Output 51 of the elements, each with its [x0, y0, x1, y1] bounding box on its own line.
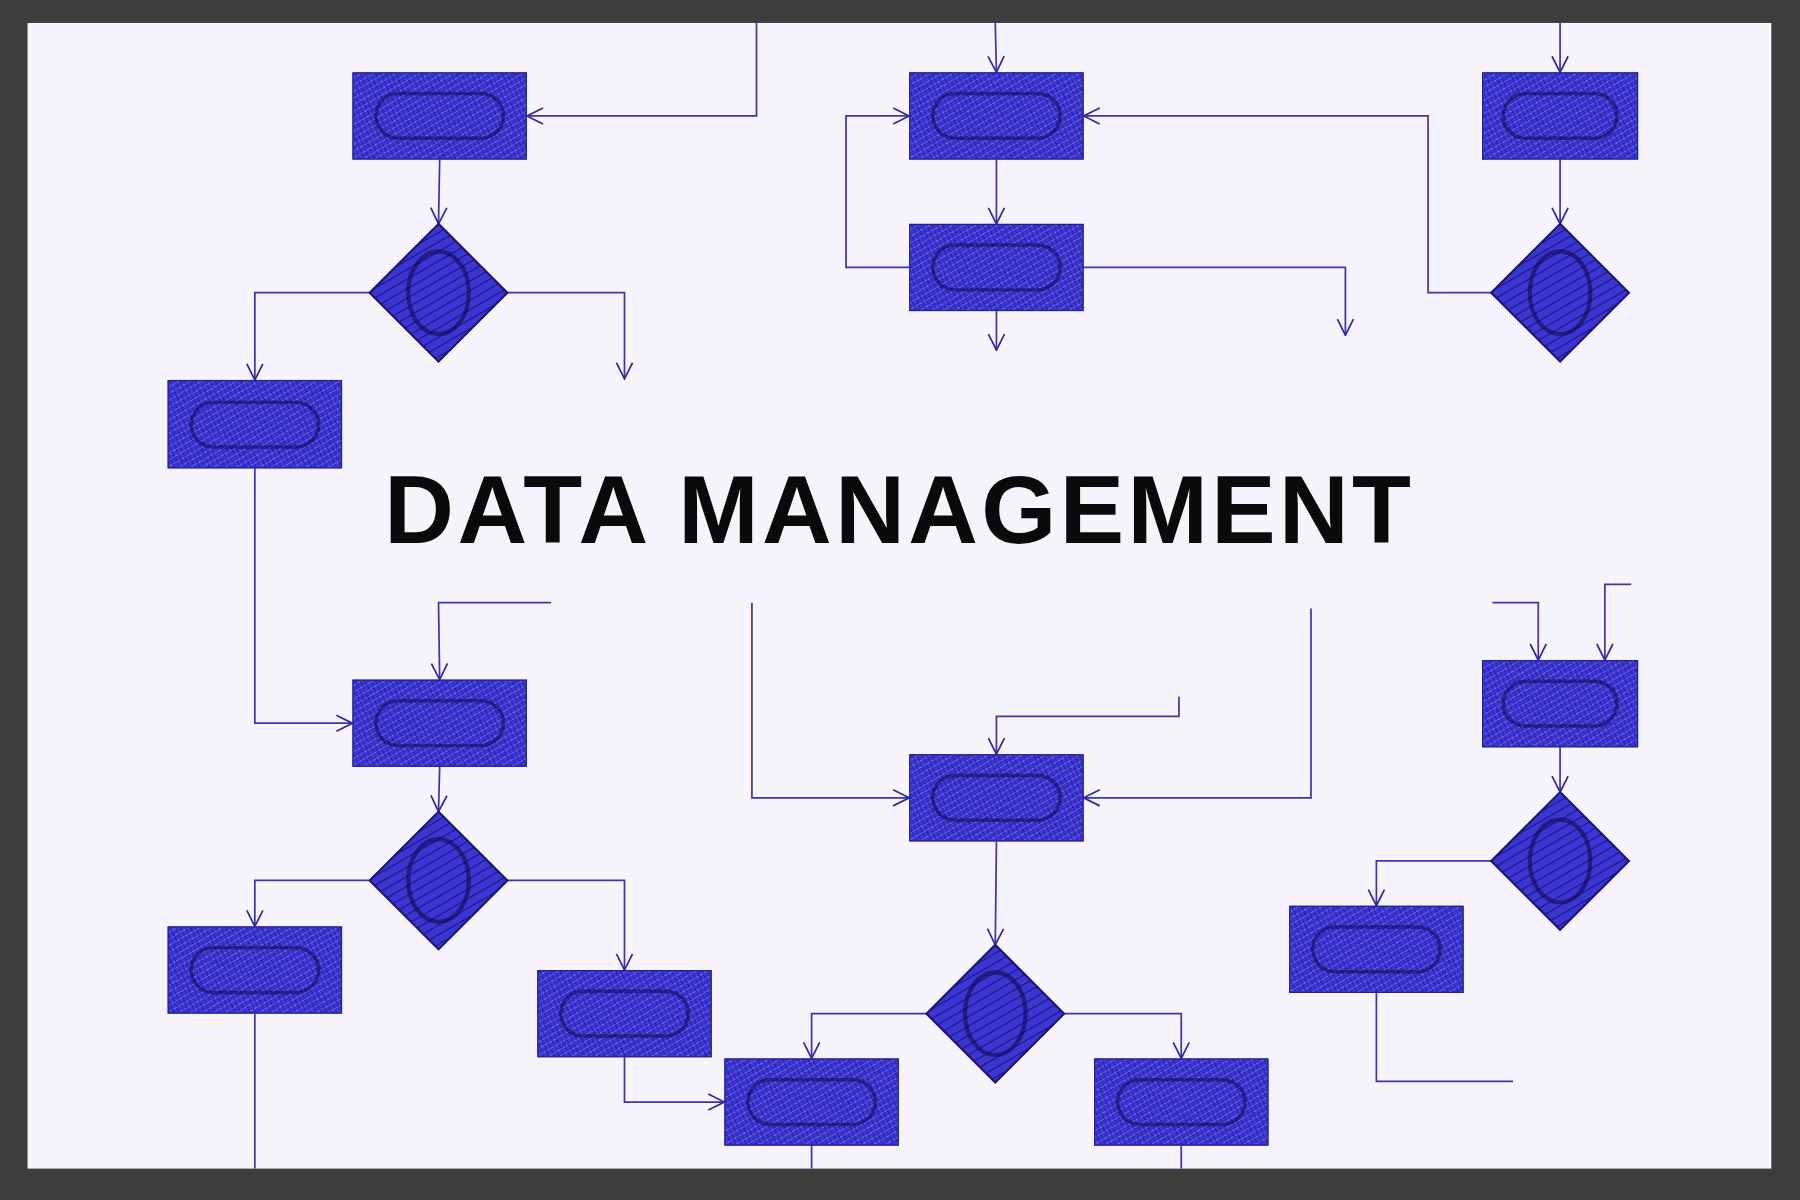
process-box	[1482, 72, 1639, 160]
arrow	[751, 601, 911, 807]
arrow	[506, 879, 634, 971]
process-box	[1289, 905, 1464, 993]
connector-line	[1180, 1144, 1183, 1170]
arrow	[986, 840, 1005, 946]
decision-diamond	[926, 944, 1065, 1083]
process-box	[909, 754, 1084, 842]
arrow	[1367, 860, 1493, 907]
arrow	[1082, 607, 1312, 807]
arrow	[429, 158, 448, 225]
decision-diamond	[369, 811, 508, 950]
arrow	[987, 22, 1005, 74]
arrow	[1082, 266, 1355, 337]
process-box	[1094, 1058, 1269, 1146]
process-box	[724, 1058, 899, 1146]
decision-diamond	[1491, 223, 1629, 362]
arrow	[245, 291, 371, 381]
decision-diamond	[1491, 792, 1629, 930]
arrow	[430, 766, 448, 813]
process-box	[167, 379, 343, 469]
arrow	[987, 158, 1006, 225]
arrow	[430, 601, 552, 681]
arrow	[1551, 746, 1569, 793]
arrow	[802, 1012, 928, 1060]
arrow	[623, 1056, 726, 1111]
arrow	[1491, 601, 1548, 661]
connector-line	[254, 1012, 256, 1170]
connector-line	[810, 1144, 813, 1170]
arrow	[526, 22, 758, 125]
title: DATA MANAGEMENT	[384, 461, 1415, 558]
arrow	[1551, 22, 1569, 74]
arrow	[987, 310, 1006, 351]
decision-diamond	[369, 223, 508, 362]
arrow	[987, 695, 1180, 756]
process-box	[537, 970, 712, 1058]
arrow	[245, 879, 371, 928]
arrow	[845, 107, 911, 269]
arrow	[506, 291, 634, 380]
arrow	[1082, 107, 1493, 294]
arrow	[1595, 583, 1633, 661]
process-box	[1482, 660, 1639, 748]
arrow	[254, 467, 354, 733]
process-box	[909, 72, 1084, 160]
process-box	[909, 223, 1084, 312]
process-box	[167, 926, 343, 1014]
connector-line	[1375, 992, 1514, 1083]
process-box	[352, 72, 527, 160]
arrow	[1063, 1012, 1191, 1060]
process-box	[352, 679, 527, 767]
arrow	[1551, 158, 1569, 225]
